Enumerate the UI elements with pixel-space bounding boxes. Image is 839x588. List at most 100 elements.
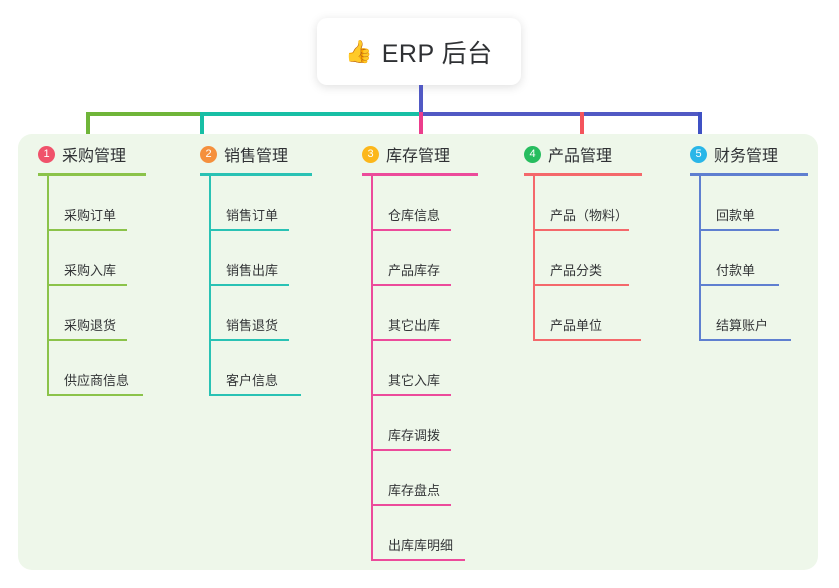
list-item-label: 仓库信息 — [388, 208, 441, 223]
connector-drop-1 — [86, 112, 90, 142]
list-item[interactable]: 库存盘点 — [362, 451, 527, 506]
list-item[interactable]: 采购订单 — [38, 176, 203, 231]
list-item[interactable]: 采购退货 — [38, 286, 203, 341]
list-item-label: 回款单 — [716, 208, 756, 223]
list-item[interactable]: 销售出库 — [200, 231, 365, 286]
category-column-4: 4 产品管理产品（物料） 产品分类产品单位 — [524, 140, 694, 341]
item-spine-2 — [209, 176, 211, 396]
list-item[interactable]: 结算账户 — [690, 286, 839, 341]
list-item-underline — [47, 339, 127, 341]
item-spine-1 — [47, 176, 49, 396]
connector-drop-4 — [580, 112, 584, 142]
list-item[interactable]: 采购入库 — [38, 231, 203, 286]
list-item[interactable]: 产品（物料） — [524, 176, 694, 231]
list-item-underline — [371, 229, 451, 231]
category-item-list-5: 回款单付款单结算账户 — [690, 176, 839, 341]
category-title-3: 库存管理 — [386, 148, 451, 165]
connector-drop-3 — [419, 112, 423, 142]
category-item-list-3: 仓库信息产品库存其它出库其它入库库存调拨库存盘点出库库明细 — [362, 176, 527, 561]
list-item-underline — [371, 449, 451, 451]
list-item[interactable]: 产品分类 — [524, 231, 694, 286]
list-item-label: 采购入库 — [64, 263, 117, 278]
list-item-label: 销售退货 — [226, 318, 279, 333]
category-item-list-4: 产品（物料） 产品分类产品单位 — [524, 176, 694, 341]
list-item-label: 产品（物料） — [550, 208, 629, 223]
list-item-underline — [47, 229, 127, 231]
list-item-underline — [699, 284, 779, 286]
category-header-5[interactable]: 5 财务管理 — [690, 140, 839, 168]
list-item-underline — [699, 339, 791, 341]
category-item-list-2: 销售订单销售出库销售退货客户信息 — [200, 176, 365, 396]
list-item-label: 产品分类 — [550, 263, 603, 278]
list-item[interactable]: 客户信息 — [200, 341, 365, 396]
list-item[interactable]: 其它出库 — [362, 286, 527, 341]
list-item-underline — [371, 559, 465, 561]
category-title-4: 产品管理 — [548, 148, 613, 165]
connector-drop-2 — [200, 112, 204, 142]
list-item-underline — [47, 394, 143, 396]
category-underline-2 — [200, 173, 312, 176]
item-spine-5 — [699, 176, 701, 341]
category-title-1: 采购管理 — [62, 148, 127, 165]
item-spine-3 — [371, 176, 373, 561]
list-item[interactable]: 产品单位 — [524, 286, 694, 341]
list-item-underline — [371, 394, 451, 396]
list-item-underline — [209, 229, 289, 231]
list-item[interactable]: 出库库明细 — [362, 506, 527, 561]
category-badge-3: 3 — [362, 145, 379, 163]
list-item[interactable]: 供应商信息 — [38, 341, 203, 396]
category-underline-4 — [524, 173, 642, 176]
connector-drop-5 — [698, 112, 702, 142]
list-item-underline — [209, 284, 289, 286]
list-item-underline — [699, 229, 779, 231]
category-item-list-1: 采购订单采购入库采购退货供应商信息 — [38, 176, 203, 396]
list-item-label: 供应商信息 — [64, 373, 130, 388]
list-item[interactable]: 仓库信息 — [362, 176, 527, 231]
list-item-underline — [371, 504, 451, 506]
category-column-3: 3 库存管理仓库信息产品库存其它出库其它入库库存调拨库存盘点出库库明细 — [362, 140, 527, 561]
list-item-label: 采购退货 — [64, 318, 117, 333]
category-badge-4: 4 — [524, 145, 541, 163]
list-item[interactable]: 销售退货 — [200, 286, 365, 341]
category-column-2: 2 销售管理销售订单销售出库销售退货客户信息 — [200, 140, 365, 396]
category-title-2: 销售管理 — [224, 148, 289, 165]
list-item-label: 付款单 — [716, 263, 756, 278]
list-item-underline — [371, 284, 451, 286]
category-header-4[interactable]: 4 产品管理 — [524, 140, 694, 168]
list-item-label: 产品库存 — [388, 263, 441, 278]
list-item-label: 出库库明细 — [388, 538, 454, 553]
list-item[interactable]: 产品库存 — [362, 231, 527, 286]
item-spine-4 — [533, 176, 535, 341]
list-item-label: 其它入库 — [388, 373, 441, 388]
list-item-label: 产品单位 — [550, 318, 603, 333]
category-underline-3 — [362, 173, 478, 176]
connector-bus-segment-teal — [200, 112, 422, 116]
list-item-underline — [533, 339, 641, 341]
category-badge-1: 1 — [38, 145, 55, 163]
list-item[interactable]: 其它入库 — [362, 341, 527, 396]
category-underline-1 — [38, 173, 146, 176]
list-item-underline — [533, 284, 629, 286]
list-item-label: 其它出库 — [388, 318, 441, 333]
category-badge-2: 2 — [200, 145, 217, 163]
list-item-label: 采购订单 — [64, 208, 117, 223]
list-item-underline — [371, 339, 451, 341]
category-badge-5: 5 — [690, 145, 707, 163]
list-item-label: 库存调拨 — [388, 428, 441, 443]
root-node-card[interactable]: 👍 ERP 后台 — [317, 18, 521, 85]
list-item-label: 客户信息 — [226, 373, 279, 388]
list-item-label: 销售出库 — [226, 263, 279, 278]
list-item[interactable]: 回款单 — [690, 176, 839, 231]
category-column-1: 1 采购管理采购订单采购入库采购退货供应商信息 — [38, 140, 203, 396]
category-header-2[interactable]: 2 销售管理 — [200, 140, 365, 168]
connector-bus-segment-blue — [419, 112, 702, 116]
category-title-5: 财务管理 — [714, 148, 779, 165]
list-item[interactable]: 库存调拨 — [362, 396, 527, 451]
list-item[interactable]: 付款单 — [690, 231, 839, 286]
category-header-1[interactable]: 1 采购管理 — [38, 140, 203, 168]
category-header-3[interactable]: 3 库存管理 — [362, 140, 527, 168]
root-stem-connector — [419, 85, 423, 114]
list-item-label: 库存盘点 — [388, 483, 441, 498]
list-item-underline — [533, 229, 629, 231]
list-item[interactable]: 销售订单 — [200, 176, 365, 231]
